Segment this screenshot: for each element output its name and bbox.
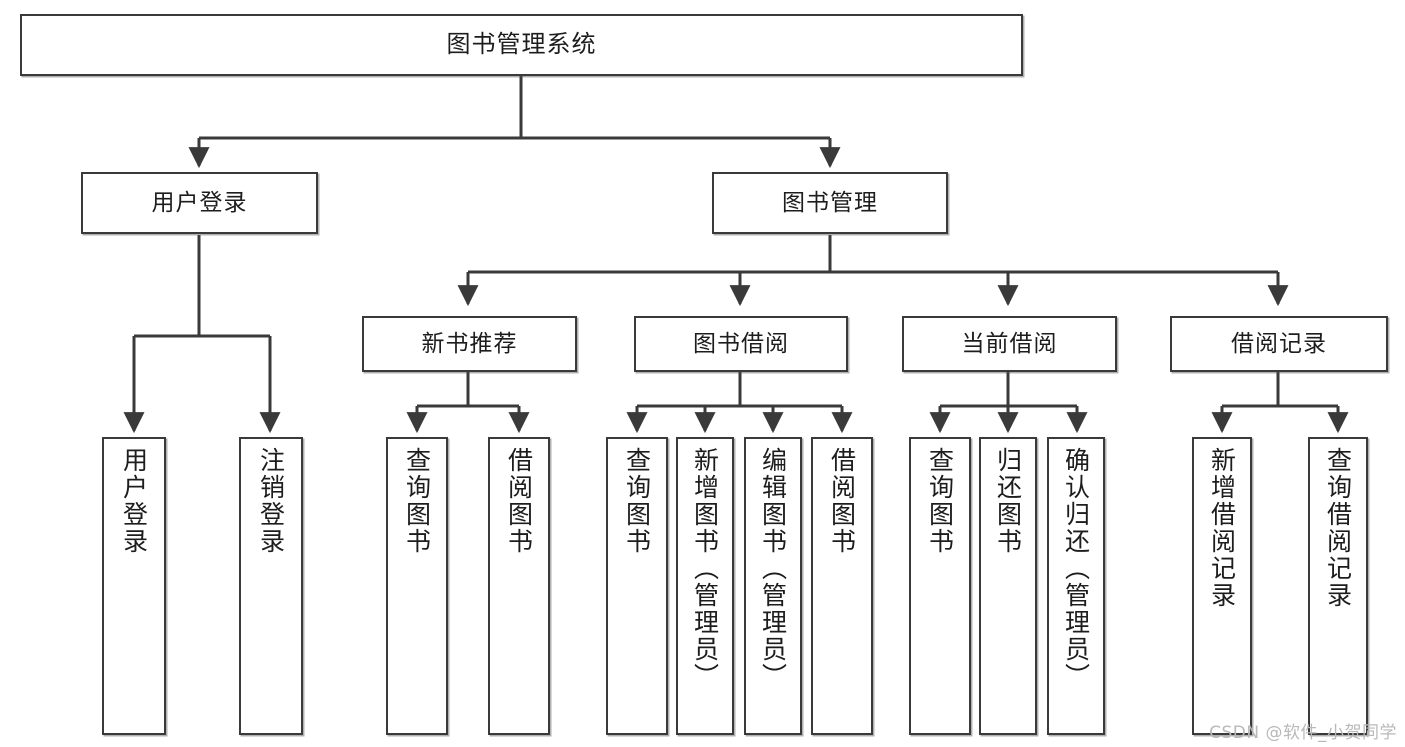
leaf-query-borrow-record[interactable]: 查询借阅记录 xyxy=(1308,437,1368,735)
leaf-borrow-book[interactable]: 借阅图书 xyxy=(811,437,873,735)
watermark: CSDN @软件_小贺同学 xyxy=(1209,723,1397,743)
node-book-management[interactable]: 图书管理 xyxy=(712,172,948,234)
node-book-borrow[interactable]: 图书借阅 xyxy=(634,316,848,372)
leaf-add-book-admin[interactable]: 新增图书（管理员） xyxy=(676,437,734,735)
leaf-return-book[interactable]: 归还图书 xyxy=(979,437,1037,735)
leaf-user-login[interactable]: 用户登录 xyxy=(102,437,166,735)
leaf-edit-book-admin-label: 编辑图书（管理员） xyxy=(758,447,788,690)
node-borrow-record-label: 借阅记录 xyxy=(1231,330,1327,357)
node-user-login[interactable]: 用户登录 xyxy=(81,172,318,234)
leaf-borrow-book-label: 借阅图书 xyxy=(827,447,857,555)
leaf-query-book-current[interactable]: 查询图书 xyxy=(909,437,971,735)
leaf-return-book-label: 归还图书 xyxy=(993,447,1023,555)
leaf-query-borrow-record-label: 查询借阅记录 xyxy=(1323,447,1353,609)
leaf-query-book-borrow[interactable]: 查询图书 xyxy=(606,437,668,735)
node-new-book-recommend[interactable]: 新书推荐 xyxy=(362,316,577,372)
node-current-borrow-label: 当前借阅 xyxy=(961,330,1058,357)
leaf-borrow-book-recommend[interactable]: 借阅图书 xyxy=(488,437,550,735)
leaf-confirm-return-admin[interactable]: 确认归还（管理员） xyxy=(1047,437,1105,735)
node-new-book-recommend-label: 新书推荐 xyxy=(421,330,518,357)
leaf-add-book-admin-label: 新增图书（管理员） xyxy=(690,447,720,690)
node-user-login-label: 用户登录 xyxy=(151,189,248,216)
leaf-confirm-return-admin-label: 确认归还（管理员） xyxy=(1061,447,1091,690)
leaf-user-login-label: 用户登录 xyxy=(119,447,149,555)
node-book-borrow-label: 图书借阅 xyxy=(693,330,789,357)
node-borrow-record[interactable]: 借阅记录 xyxy=(1170,316,1388,372)
leaf-query-book-recommend-label: 查询图书 xyxy=(402,447,432,555)
leaf-logout[interactable]: 注销登录 xyxy=(239,437,303,735)
leaf-logout-label: 注销登录 xyxy=(256,447,286,555)
node-root[interactable]: 图书管理系统 xyxy=(20,14,1023,76)
leaf-edit-book-admin[interactable]: 编辑图书（管理员） xyxy=(744,437,802,735)
leaf-borrow-book-recommend-label: 借阅图书 xyxy=(504,447,534,555)
leaf-add-borrow-record-label: 新增借阅记录 xyxy=(1207,447,1237,609)
leaf-query-book-borrow-label: 查询图书 xyxy=(622,447,652,555)
node-current-borrow[interactable]: 当前借阅 xyxy=(902,316,1117,372)
leaf-query-book-recommend[interactable]: 查询图书 xyxy=(386,437,448,735)
leaf-query-book-current-label: 查询图书 xyxy=(925,447,955,555)
node-root-label: 图书管理系统 xyxy=(446,30,597,59)
leaf-add-borrow-record[interactable]: 新增借阅记录 xyxy=(1192,437,1252,735)
node-book-management-label: 图书管理 xyxy=(782,189,878,216)
